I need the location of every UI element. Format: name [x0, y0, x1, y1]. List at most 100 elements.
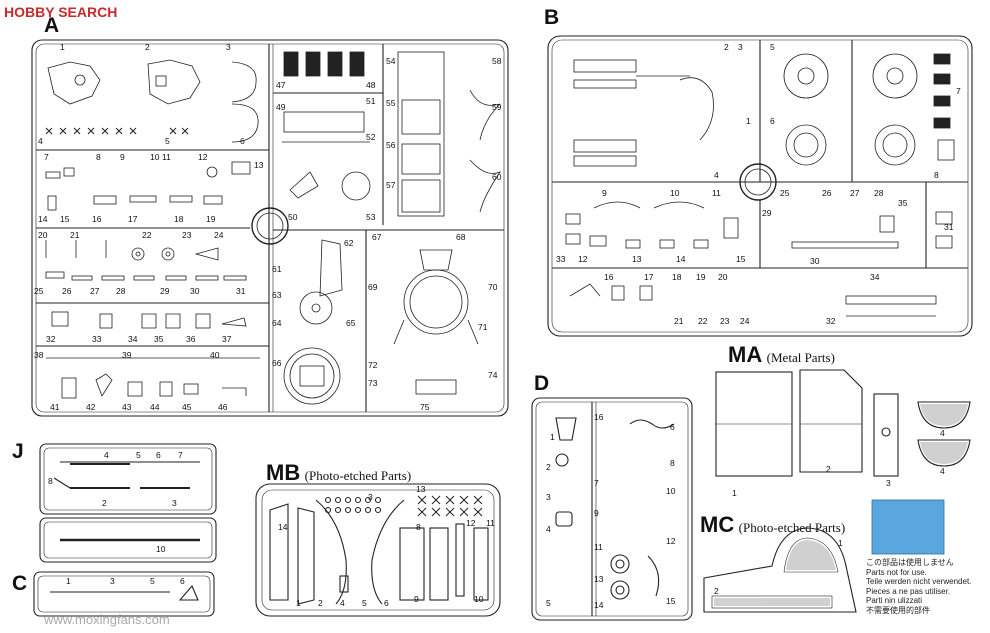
ma-part-2: 2: [826, 464, 831, 474]
sprue-d-part-3: 3: [546, 492, 551, 502]
sprue-b-part-35: 35: [898, 198, 908, 208]
sprue-b-part-8: 8: [934, 170, 939, 180]
sprue-b-part-14: 14: [676, 254, 686, 264]
mb-part-3: 3: [368, 492, 373, 502]
ma-part-4: 4: [940, 466, 945, 476]
sprue-a-part-12: 12: [198, 152, 208, 162]
mc-title: MC: [700, 512, 735, 537]
sprue-a-part-69: 69: [368, 282, 378, 292]
notice-swatch: [871, 499, 945, 555]
sprue-a-part-68: 68: [456, 232, 466, 242]
notice-line-de: Teile werden nicht verwendet.: [866, 577, 972, 587]
sprue-a-part-65: 65: [346, 318, 356, 328]
sprue-c-part-3: 3: [110, 576, 115, 586]
mb-part-10: 10: [474, 594, 484, 604]
sprue-a-part-44: 44: [150, 402, 160, 412]
sprue-b-part-4: 4: [714, 170, 719, 180]
sprue-a-part-34: 34: [128, 334, 138, 344]
sprue-a-part-5: 5: [165, 136, 170, 146]
sprue-a-part-63: 63: [272, 290, 282, 300]
sprue-a-part-56: 56: [386, 140, 396, 150]
sprue-a-part-19: 19: [206, 214, 216, 224]
sprue-d-part-12: 12: [666, 536, 676, 546]
sprue-b-part-3: 3: [738, 42, 743, 52]
sprue-d-part-5: 5: [546, 598, 551, 608]
sprue-b-part-34: 34: [870, 272, 880, 282]
sprue-j-part-5: 5: [136, 450, 141, 460]
sprue-a-part-54: 54: [386, 56, 396, 66]
mb-part-8: 8: [416, 522, 421, 532]
sprue-a-part-15: 15: [60, 214, 70, 224]
sprue-a-part-3: 3: [226, 42, 231, 52]
sprue-a-part-35: 35: [154, 334, 164, 344]
sprue-a-part-60: 60: [492, 172, 502, 182]
sprue-j-part-2: 2: [102, 498, 107, 508]
sprue-a-part-17: 17: [128, 214, 138, 224]
sprue-b-part-25: 25: [780, 188, 790, 198]
sprue-a-part-1: 1: [60, 42, 65, 52]
notice-line-en: Parts not for use.: [866, 567, 927, 577]
notice-line-ja: この部品は使用しません: [866, 558, 954, 567]
ma-part-4: 4: [940, 428, 945, 438]
mb-heading: MB (Photo-etched Parts): [266, 460, 411, 486]
sprue-a-part-2: 2: [145, 42, 150, 52]
sprue-a-part-11: 11: [162, 152, 171, 162]
sprue-b-frame: [547, 35, 973, 337]
sprue-a-part-47: 47: [276, 80, 286, 90]
sprue-d-part-11: 11: [594, 542, 603, 552]
sprue-b-part-24: 24: [740, 316, 750, 326]
sprue-b-part-22: 22: [698, 316, 708, 326]
sprue-a-part-55: 55: [386, 98, 396, 108]
sprue-a-part-36: 36: [186, 334, 196, 344]
mb-title: MB: [266, 460, 301, 485]
ma-parts: [715, 369, 971, 477]
sprue-c-part-1: 1: [66, 576, 71, 586]
sprue-b-part-11: 11: [712, 188, 721, 198]
mb-part-6: 6: [384, 598, 389, 608]
sprue-a-frame: [31, 39, 509, 417]
sprue-a-parts: [45, 51, 502, 405]
sprue-a-part-48: 48: [366, 80, 376, 90]
footer-watermark: www.moxingfans.com: [44, 612, 170, 627]
mb-part-13: 13: [416, 484, 426, 494]
hobbysearch-logo-text: HOBBY SEARCH: [4, 4, 118, 20]
sprue-a-part-53: 53: [366, 212, 376, 222]
sprue-d-part-7: 7: [594, 478, 599, 488]
sprue-b-part-19: 19: [696, 272, 706, 282]
sprue-a-part-25: 25: [34, 286, 44, 296]
sprue-d-part-16: 16: [594, 412, 604, 422]
sprue-b-label: B: [544, 6, 560, 29]
sprue-a-part-62: 62: [344, 238, 354, 248]
sprue-d-part-15: 15: [666, 596, 676, 606]
notice-line-zh: 不需要使用的部件: [866, 605, 930, 615]
sprue-a-part-22: 22: [142, 230, 152, 240]
sprue-j-part-6: 6: [156, 450, 161, 460]
mb-part-4: 4: [340, 598, 345, 608]
sprue-b-part-16: 16: [604, 272, 614, 282]
sprue-a-part-73: 73: [368, 378, 378, 388]
sprue-c-frame: [33, 571, 215, 617]
sprue-a-part-30: 30: [190, 286, 200, 296]
sprue-a-part-20: 20: [38, 230, 48, 240]
sprue-a-part-21: 21: [70, 230, 80, 240]
mc-heading: MC (Photo-etched Parts): [700, 512, 845, 538]
sprue-a-part-57: 57: [386, 180, 396, 190]
sprue-b-part-6: 6: [770, 116, 775, 126]
sprue-b-part-21: 21: [674, 316, 684, 326]
sprue-a-part-9: 9: [120, 152, 125, 162]
sprue-a-part-7: 7: [44, 152, 49, 162]
sprue-a-part-26: 26: [62, 286, 72, 296]
ma-subtitle: (Metal Parts): [766, 350, 835, 365]
sprue-a-part-61: 61: [272, 264, 282, 274]
sprue-a-part-72: 72: [368, 360, 378, 370]
sprue-c-part-5: 5: [150, 576, 155, 586]
mb-part-12: 12: [466, 518, 476, 528]
sprue-a-part-45: 45: [182, 402, 192, 412]
sprue-d-part-8: 8: [670, 458, 675, 468]
sprue-a-part-8: 8: [96, 152, 101, 162]
sprue-a-part-58: 58: [492, 56, 502, 66]
mb-part-1: 1: [296, 598, 301, 608]
sprue-a-part-51: 51: [366, 96, 376, 106]
